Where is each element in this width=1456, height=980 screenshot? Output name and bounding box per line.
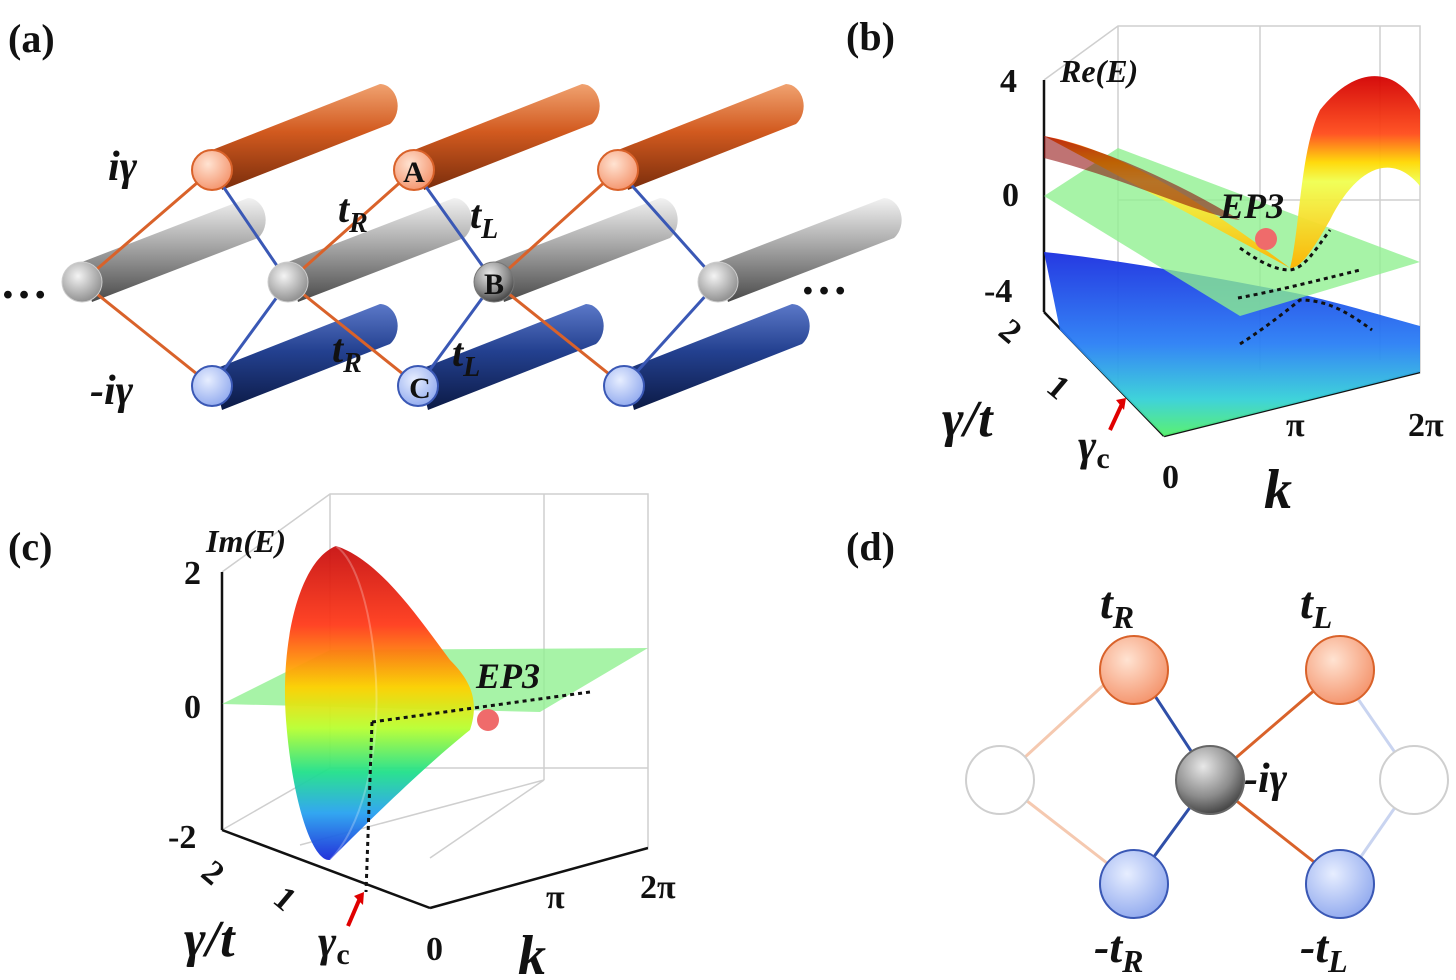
ztick-b-mid: 0 [1002,177,1019,214]
gamma-axis-label-b: γ/t [942,391,994,448]
ztick-c-bot: -2 [168,819,196,856]
hop-tl-lower: tL [452,330,480,383]
ztick-c-mid: 0 [184,689,201,726]
sites-a [61,149,739,407]
ellipsis-left: … [0,256,48,309]
gtick-b-1: 1 [1040,368,1077,407]
site-label-a: A [403,156,425,189]
tl-label-d: tL [1300,577,1332,635]
rod-c-1 [212,304,398,410]
rod-a-2 [414,84,600,190]
ztick-c-top: 2 [184,555,201,592]
center-loss-label-d: -iγ [1244,756,1288,802]
ep3-point-b [1255,228,1277,250]
rod-c-3 [624,304,810,410]
gamma-c-c: γc [318,917,350,971]
site-b-ball [473,261,515,303]
panel-d: (d) tR tL -tR -tL -iγ [846,524,1449,979]
faded-site-left [965,745,1035,815]
ep3-label-b: EP3 [1219,186,1284,226]
ep3-label-c: EP3 [475,656,540,696]
rod-b-3 [494,198,678,302]
gtick-c-1: 1 [266,879,303,918]
rod-b-2 [288,198,472,302]
site-c-ball [397,365,439,407]
rods-a [212,84,804,190]
gamma-c-arrow-b [1108,403,1124,431]
upper-band-shade [1044,136,1240,220]
site-c-right-d [1305,849,1375,919]
site-a-left-d [1099,635,1169,705]
ktick-b-0: 0 [1162,459,1179,496]
gtick-b-2: 2 [992,312,1029,351]
panel-a: (a) [0,16,902,414]
mtl-label-d: -tL [1300,921,1348,979]
panel-c-axes [220,572,649,910]
lower-band-surface [1044,252,1420,436]
panel-b-label: (b) [846,14,895,59]
ktick-c-pi: π [546,879,565,916]
gamma-c-b: γc [1078,421,1110,475]
mtr-label-d: -tR [1094,921,1143,979]
gamma-c-arrow-c [346,897,362,927]
gain-label: iγ [108,144,138,190]
hop-tl-upper: tL [470,192,498,245]
tr-label-d: tR [1100,577,1134,635]
hop-tr-upper: tR [338,186,368,239]
ep-guides-b [1237,229,1373,346]
panel-c-label: (c) [8,524,52,569]
gamma-axis-label-c: γ/t [184,911,236,968]
imag-energy-cone [284,546,474,861]
rod-a-1 [212,84,398,190]
hop-tr-lower: tR [332,326,362,379]
site-c-left-d [1099,849,1169,919]
rod-a-3 [618,84,804,190]
rods-c [212,304,810,410]
ktick-b-2pi: 2π [1408,407,1444,444]
panel-c: (c) EP3 Im(E) 2 0 [8,493,676,980]
loss-label: -iγ [90,368,134,414]
ztick-b-bot: -4 [984,273,1012,310]
panel-b: (b) EP3 Re(E) [846,14,1444,521]
gtick-c-2: 2 [194,853,231,892]
ktick-c-0: 0 [426,931,443,968]
ztick-b-top: 4 [1000,63,1017,100]
site-label-b: B [484,268,504,301]
ktick-b-pi: π [1286,407,1305,444]
panel-d-label: (d) [846,524,895,569]
site-label-c: C [409,372,431,405]
faded-site-right [1379,745,1449,815]
rods-b [82,198,902,302]
rod-b-4 [718,198,902,302]
ellipsis-right: … [800,252,848,305]
bonds-a [81,168,720,388]
site-b-center-d [1175,745,1245,815]
site-a-right-d [1305,635,1375,705]
k-axis-label-b: k [1264,459,1292,521]
zlabel-c: Im(E) [205,523,286,559]
site-a-ball [393,149,435,191]
panel-a-label: (a) [8,16,55,61]
zlabel-b: Re(E) [1059,53,1138,89]
rod-c-2 [418,304,604,410]
ktick-c-2pi: 2π [640,869,676,906]
upper-band-surface [1044,76,1420,268]
ep3-point-c [477,709,499,731]
k-axis-label-c: k [518,925,546,980]
rod-b-1 [82,198,266,302]
